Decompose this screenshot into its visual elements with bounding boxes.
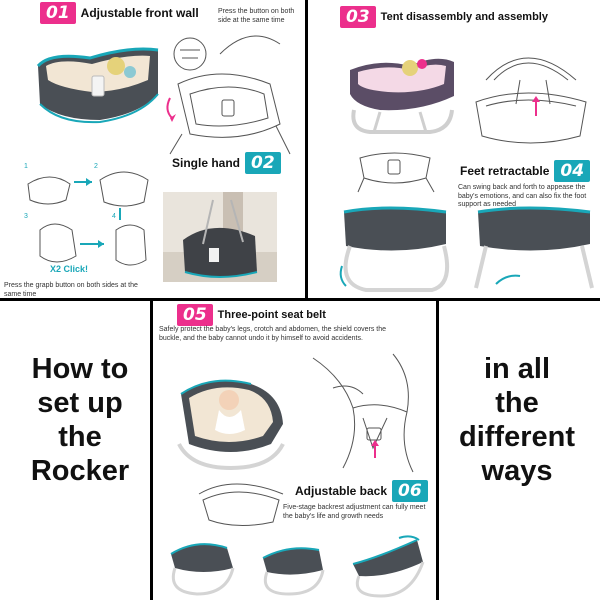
caption-right-line-4: ways <box>481 455 553 487</box>
step-05-header: 05 Three-point seat belt <box>177 304 326 326</box>
step-2-label-1: 1 <box>24 163 28 170</box>
caption-right-line-1: in all <box>483 353 551 385</box>
step-2-label-2: 2 <box>94 163 98 170</box>
caption-left-line-4: Rocker <box>30 455 130 487</box>
seat-belt-rocker-photo <box>177 379 285 471</box>
step-2-label-3: 3 <box>24 213 28 220</box>
step-02-header: Single hand 02 <box>172 152 281 174</box>
tent-canopy-diagram <box>475 57 587 144</box>
step-03-header: 03 Tent disassembly and assembly <box>340 6 548 28</box>
step-04-title: Feet retractable <box>460 164 550 178</box>
caption-left-line-2: set up <box>37 387 123 419</box>
bassinet-image <box>36 47 159 124</box>
panel-step-03-04: 03 Tent disassembly and assembly Feet re… <box>310 0 600 298</box>
caption-left: How to set up the Rocker <box>10 352 150 488</box>
seat-belt-diagram <box>312 353 414 473</box>
caption-left-line-3: the <box>58 421 102 453</box>
step-03-number: 03 <box>340 6 376 28</box>
step-06-title: Adjustable back <box>295 484 388 498</box>
rocker-feet-photos <box>339 206 594 292</box>
click-label: X2 Click! <box>50 264 88 274</box>
single-hand-diagrams: 1 2 3 4 X2 Click! <box>24 163 149 274</box>
divider-horizontal <box>0 298 600 301</box>
step-04-note: Can swing back and forth to appease the … <box>458 184 587 208</box>
carry-bassinet-photo <box>163 192 277 282</box>
feet-retract-diagram <box>357 152 435 193</box>
caption-right-line-2: the <box>495 387 539 419</box>
step-01-number: 01 <box>40 2 76 24</box>
front-wall-diagram <box>166 35 291 155</box>
step-01-title: Adjustable front wall <box>80 6 199 20</box>
caption-right-line-3: different <box>459 421 575 453</box>
step-06-note: Five-stage backrest adjustment can fully… <box>283 504 426 520</box>
backrest-line-diagram <box>198 483 284 527</box>
step-04-number: 04 <box>554 160 591 182</box>
step-02-title: Single hand <box>172 156 241 170</box>
step-02-note: Press the grapb button on both sides at … <box>4 282 138 298</box>
step-06-header: Adjustable back 06 <box>295 480 428 502</box>
divider-bottom-right <box>436 300 439 600</box>
divider-top-vertical <box>305 0 308 300</box>
tent-rocker-photo <box>350 58 454 134</box>
step-01-note: Press the button on both side at the sam… <box>218 8 295 24</box>
backrest-positions-photos <box>170 535 425 598</box>
step-06-number: 06 <box>392 480 428 502</box>
step-05-note: Safely protect the baby's legs, crotch a… <box>159 326 387 342</box>
caption-right: in all the different ways <box>442 352 592 488</box>
step-2-label-4: 4 <box>112 213 116 220</box>
panel-step-01-02: 01 Adjustable front wall Press the butto… <box>0 0 304 298</box>
divider-bottom-left <box>150 300 153 600</box>
step-01-header: 01 Adjustable front wall <box>40 2 199 24</box>
step-02-number: 02 <box>245 152 281 174</box>
step-04-header: Feet retractable 04 <box>460 160 591 182</box>
step-05-number: 05 <box>177 304 213 326</box>
caption-left-line-1: How to <box>31 353 129 385</box>
step-05-title: Three-point seat belt <box>217 309 326 321</box>
step-03-title: Tent disassembly and assembly <box>380 11 548 23</box>
panel-step-05-06: 05 Three-point seat belt Safely protect … <box>153 302 436 600</box>
